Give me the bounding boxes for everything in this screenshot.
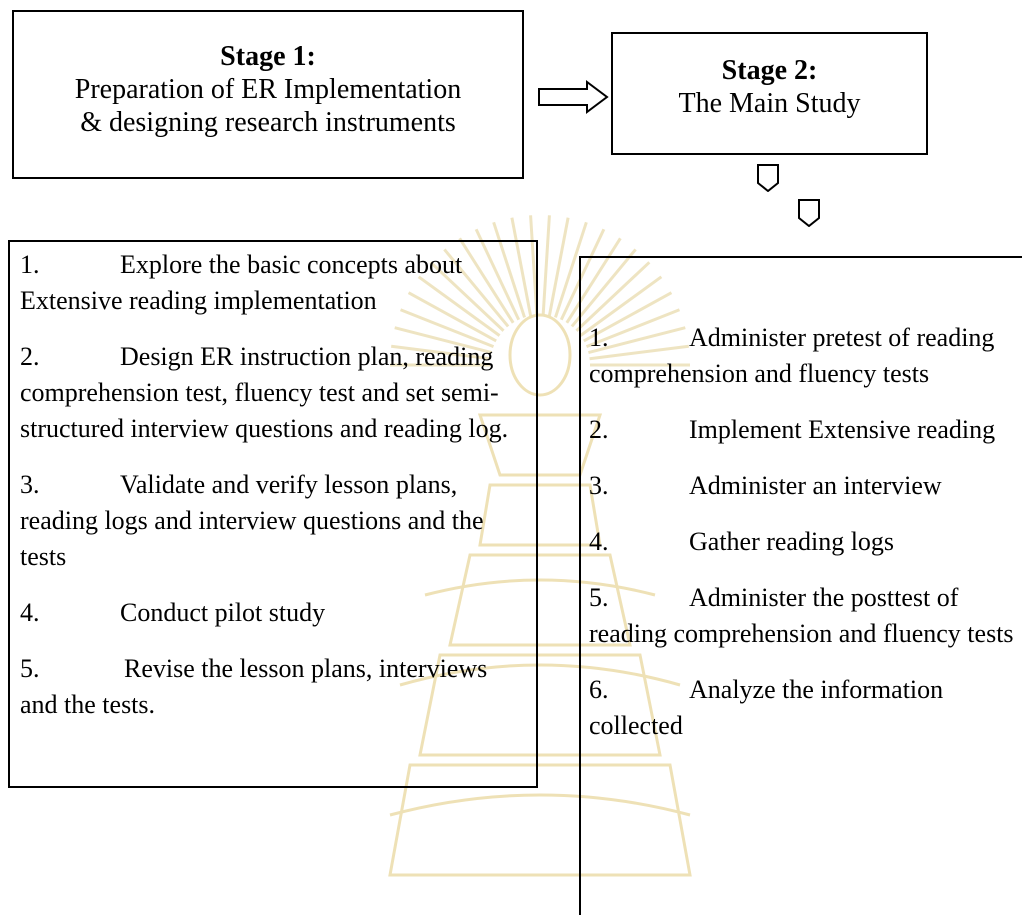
watermark-ray	[588, 326, 686, 355]
list-item: 2.Implement Extensive reading	[589, 415, 996, 444]
watermark-ray	[394, 326, 492, 355]
right-arrow-icon	[538, 80, 609, 114]
stage1-line1: Preparation of ER Implementation	[74, 74, 462, 105]
watermark-ray	[547, 217, 570, 317]
watermark-ray	[399, 308, 495, 348]
watermark-ray	[407, 291, 497, 343]
list-item: 5.Administer the posttest of reading com…	[589, 583, 1014, 648]
watermark-ray	[443, 248, 510, 328]
watermark-ray	[585, 308, 681, 348]
list-item: 1.Administer pretest of reading comprehe…	[589, 323, 995, 388]
watermark-ray	[579, 275, 663, 337]
stage2-title: Stage 2:	[721, 55, 818, 86]
list-item: 5.Revise the lesson plans, interviews an…	[20, 654, 488, 719]
down-arrow-icon	[798, 199, 820, 227]
watermark-ray	[529, 215, 539, 316]
list-item: 1.Explore the basic concepts about Exten…	[20, 250, 463, 315]
watermark-ray	[575, 261, 651, 332]
down-arrow-icon	[757, 164, 779, 192]
list-item: 4.Gather reading logs	[589, 527, 895, 556]
stage2-steps-box: 1.Administer pretest of reading comprehe…	[579, 256, 1022, 915]
watermark-ray	[474, 228, 521, 321]
list-item: 3.Administer an interview	[589, 471, 942, 500]
list-item: 4.Conduct pilot study	[20, 598, 326, 627]
watermark-ray	[429, 261, 505, 332]
stage2-box: Stage 2: The Main Study	[611, 32, 928, 155]
watermark-ray	[417, 275, 501, 337]
list-item: 3.Validate and verify lesson plans, read…	[20, 470, 484, 571]
watermark-ray	[554, 221, 588, 318]
watermark-ray	[510, 217, 533, 317]
stage1-line2: & designing research instruments	[80, 107, 456, 138]
list-item: 6.Analyze the information collected	[589, 675, 944, 740]
stage1-box: Stage 1: Preparation of ER Implementatio…	[12, 10, 524, 179]
stage1-steps-box: 1.Explore the basic concepts about Exten…	[8, 240, 538, 788]
stage2-line1: The Main Study	[678, 88, 861, 119]
stage1-title: Stage 1:	[220, 41, 316, 72]
watermark-ray	[570, 248, 637, 328]
watermark-ray	[565, 237, 622, 324]
watermark-ray	[583, 291, 673, 343]
watermark-ray	[492, 221, 526, 318]
watermark-ray	[390, 344, 491, 361]
university-emblem-watermark	[388, 215, 692, 877]
watermark-ray	[559, 228, 606, 321]
watermark-ray	[458, 237, 515, 324]
list-item: 2.Design ER instruction plan, reading co…	[20, 342, 509, 443]
watermark-ray	[589, 344, 690, 361]
watermark-ray	[541, 215, 551, 316]
